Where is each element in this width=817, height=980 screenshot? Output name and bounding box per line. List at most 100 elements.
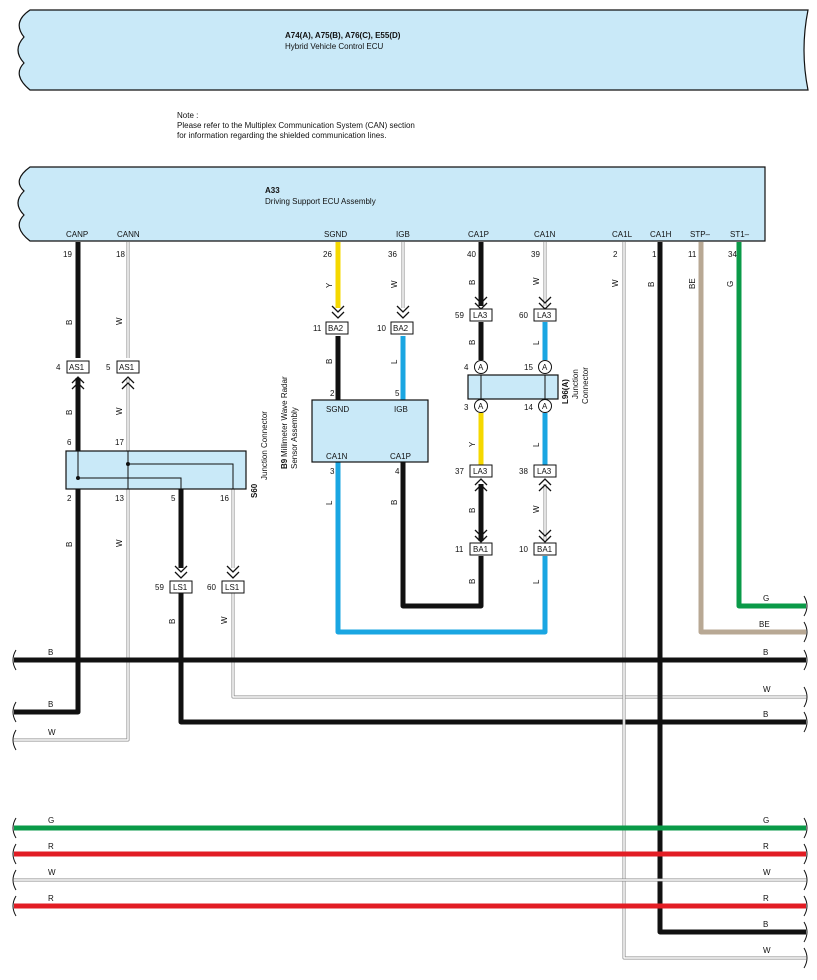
pin-num-36: 36 — [388, 250, 397, 259]
radar-name2: Sensor Assembly — [290, 407, 299, 469]
connector-ls1-60 — [221, 580, 245, 594]
s60-pin-2: 2 — [67, 494, 72, 503]
wl-st1-g: G — [726, 281, 735, 287]
wire-radar-ca1n-blue — [335, 462, 548, 635]
break-marks-left — [12, 649, 17, 917]
connector-ba1-11-num: 11 — [455, 545, 464, 554]
chevron-ls1-59-icon — [174, 565, 188, 579]
wl-cann-w: W — [115, 317, 124, 325]
wire-s60-13-down — [14, 489, 130, 742]
hl-932-right: B — [763, 920, 768, 929]
wl-la3-37-b: B — [468, 508, 477, 513]
note-label: Note : — [177, 111, 198, 120]
wl-ca1l-w: W — [611, 279, 620, 287]
radar-pin-sgnd: SGND — [326, 405, 349, 414]
l96-circle-3: A — [474, 399, 488, 413]
s60-pin-13: 13 — [115, 494, 124, 503]
wl-s60-13-w: W — [115, 539, 124, 547]
connector-as1-5-num: 5 — [106, 363, 111, 372]
radar-num-4: 4 — [395, 467, 400, 476]
connector-ls1-59-num: 59 — [155, 583, 164, 592]
wire-ca1h-black — [657, 242, 806, 935]
connector-ba1-10-num: 10 — [519, 545, 528, 554]
wire-st1-green — [736, 242, 806, 609]
junction-s60-box — [65, 450, 247, 490]
wl-ca1p-b: B — [468, 280, 477, 285]
wire-color-labels-vertical: B W B W B W B W Y W B L L B B W B L Y L … — [65, 277, 735, 624]
hl-880-left: W — [48, 868, 56, 877]
connector-la3-ca1p-num: 59 — [455, 311, 464, 320]
radar-num-5: 5 — [395, 389, 400, 398]
connector-ba2-igb-label: BA2 — [393, 324, 409, 333]
radar-sensor-box — [311, 399, 429, 463]
hl-712-left: B — [48, 700, 53, 709]
connector-ba2-sgnd-label: BA2 — [328, 324, 344, 333]
wl-ba2-b: B — [325, 359, 334, 364]
wire-stp-tan — [698, 242, 806, 635]
pin-label-ca1h: CA1H — [650, 230, 672, 239]
pin-num-18: 18 — [116, 250, 125, 259]
l96-pin-14: 14 — [524, 403, 533, 412]
driving-ecu-name: Driving Support ECU Assembly — [265, 197, 376, 206]
hl-722-right: B — [763, 710, 768, 719]
radar-pin-ca1p: CA1P — [390, 452, 411, 461]
connector-ba2-igb — [390, 321, 414, 335]
hl-854-left: R — [48, 842, 54, 851]
chevron-ls1-60-icon — [226, 565, 240, 579]
wire-ca1l-white — [622, 242, 806, 960]
connector-as1-4-label: AS1 — [69, 363, 85, 372]
hybrid-ecu-code: A74(A), A75(B), A76(C), E55(D) — [285, 31, 401, 40]
connector-as1-4 — [66, 360, 90, 374]
connector-as1-5 — [116, 360, 140, 374]
connector-la3-38 — [533, 464, 557, 478]
hl-828-left: G — [48, 816, 54, 825]
wl-la3-b: B — [468, 340, 477, 345]
hl-828-right: G — [763, 816, 769, 825]
wl-stp-be: BE — [688, 278, 697, 289]
connector-ba1-11 — [469, 542, 493, 556]
pin-label-ca1n: CA1N — [534, 230, 556, 239]
wire-s60-2-down — [14, 489, 81, 715]
wl-radar-l: L — [325, 500, 334, 505]
wl-ca1n-w: W — [532, 277, 541, 285]
radar-num-3: 3 — [330, 467, 335, 476]
wl-s60-2-b: B — [65, 542, 74, 547]
note-line2: for information regarding the shielded c… — [177, 131, 386, 140]
pin-label-ca1l: CA1L — [612, 230, 633, 239]
wl-radar-b: B — [390, 500, 399, 505]
l96-pin-15: 15 — [524, 363, 533, 372]
s60-pin-17: 17 — [115, 438, 124, 447]
wl-ba1-l: L — [532, 579, 541, 584]
connector-la3-38-num: 38 — [519, 467, 528, 476]
hybrid-ecu-box — [17, 9, 809, 91]
svg-text:A: A — [542, 363, 548, 372]
note-line1: Please refer to the Multiplex Communicat… — [177, 121, 415, 130]
pin-num-11: 11 — [688, 250, 697, 259]
l96-name2: Connector — [581, 367, 590, 404]
junction-s60-internal — [77, 451, 234, 489]
connector-ba2-igb-num: 10 — [377, 324, 386, 333]
chevron-ba1-10-icon — [538, 529, 552, 543]
wl-ls1-60-w: W — [220, 616, 229, 624]
junction-l96-box — [467, 374, 559, 400]
pin-num-40: 40 — [467, 250, 476, 259]
pin-label-stp: STP– — [690, 230, 711, 239]
chevron-la3-37-icon — [474, 478, 488, 492]
radar-num-2: 2 — [330, 389, 335, 398]
connector-la3-ca1p — [469, 308, 493, 322]
pin-num-1: 1 — [652, 250, 657, 259]
pin-label-igb: IGB — [396, 230, 410, 239]
l96-pin-3: 3 — [464, 403, 469, 412]
s60-code: S60 — [250, 483, 259, 498]
connector-la3-37-num: 37 — [455, 467, 464, 476]
svg-text:A: A — [478, 363, 484, 372]
hl-906-left: R — [48, 894, 54, 903]
connector-la3-ca1n — [533, 308, 557, 322]
wire-radar-ca1p-black — [400, 462, 484, 609]
pin-num-39: 39 — [531, 250, 540, 259]
wl-ca1h-b: B — [647, 282, 656, 287]
s60-pin-16: 16 — [220, 494, 229, 503]
driving-ecu-code: A33 — [265, 186, 280, 195]
wl-la3-l: L — [532, 340, 541, 345]
